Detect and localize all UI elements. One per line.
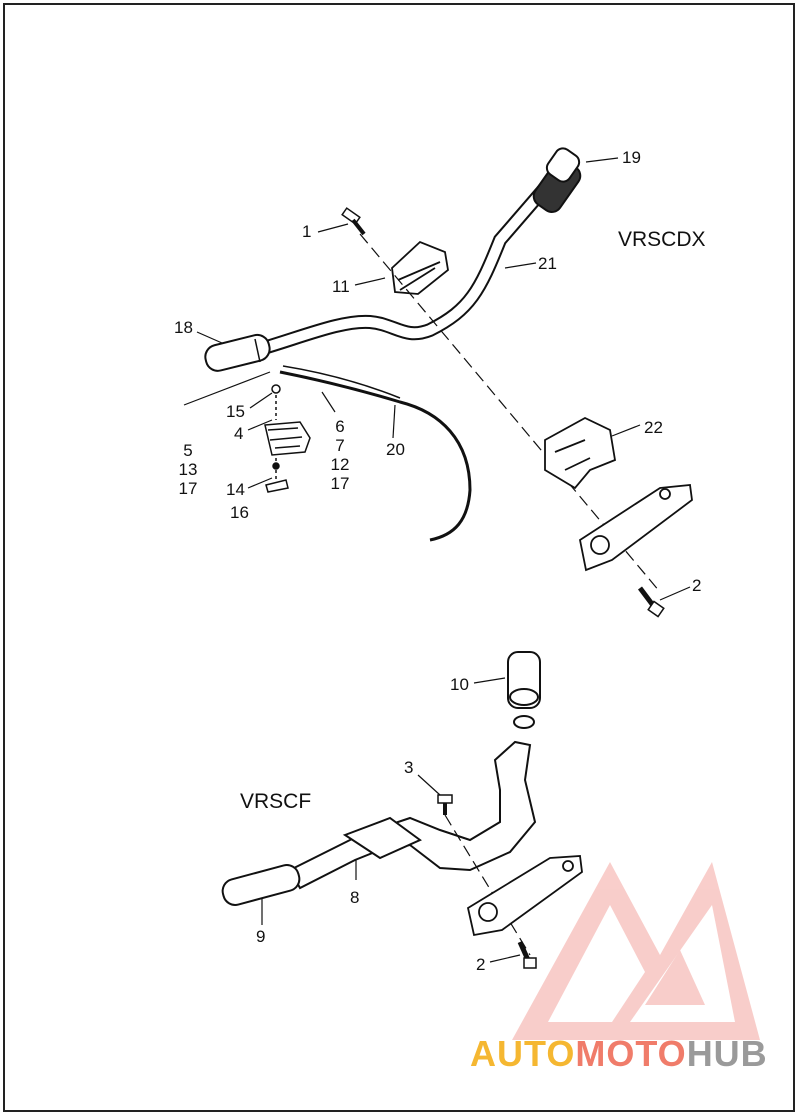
callout-4: 4 (234, 424, 244, 443)
handlebar-vrscf (288, 740, 537, 890)
watermark-text: AUTOMOTOHUB (470, 1033, 768, 1075)
diagram-frame (3, 3, 795, 1112)
upper-clamp-11 (391, 240, 449, 295)
callout-stack-left: 5 13 17 (176, 441, 200, 498)
stack-left-item: 17 (178, 479, 198, 498)
left-grip-vrscf (221, 864, 301, 906)
assembly-axis-bottom (444, 814, 531, 956)
stack-right-item: 6 (335, 417, 345, 436)
callout-stack-right: 6 7 12 17 (328, 417, 352, 493)
screw-3 (437, 794, 453, 815)
watermark-logo (512, 862, 760, 1040)
handlebar-vrscdx (243, 181, 552, 359)
riser-base-bottom (466, 855, 583, 937)
callout-3: 3 (404, 758, 414, 777)
watermark-moto: MOTO (575, 1033, 687, 1074)
callout-16: 16 (230, 503, 249, 522)
stack-left-item: 5 (183, 441, 193, 460)
callout-2-top: 2 (692, 576, 702, 595)
callout-22: 22 (644, 418, 663, 437)
clutch-cable (279, 365, 472, 542)
left-grip-vrscdx (204, 333, 271, 372)
callout-8: 8 (350, 888, 360, 907)
callout-10: 10 (450, 675, 469, 694)
watermark-hub: HUB (686, 1033, 768, 1074)
callout-2-bottom: 2 (476, 955, 486, 974)
callout-15: 15 (226, 402, 245, 421)
callout-14: 14 (226, 480, 245, 499)
riser-base-top (578, 484, 693, 572)
leader-lines (183, 157, 691, 963)
stack-right-item: 17 (330, 474, 350, 493)
callout-9: 9 (256, 927, 266, 946)
callout-21: 21 (538, 254, 557, 273)
riser-cover-22 (544, 416, 617, 490)
screw-1 (341, 207, 366, 236)
switch-housing (264, 384, 311, 493)
watermark-auto: AUTO (470, 1033, 576, 1074)
stack-left-item: 13 (178, 460, 198, 479)
right-grip-vrscdx (532, 147, 582, 213)
callout-1: 1 (302, 222, 312, 241)
bolt-2-top (638, 586, 665, 618)
callout-20: 20 (386, 440, 405, 459)
model-label-top: VRSCDX (618, 228, 706, 251)
callout-11: 11 (332, 277, 350, 296)
model-label-bottom: VRSCF (240, 790, 312, 813)
callout-19: 19 (622, 148, 641, 167)
stack-right-item: 12 (330, 455, 350, 474)
right-grip-vrscf (507, 651, 541, 729)
bolt-2-bottom (517, 940, 537, 969)
callout-18: 18 (174, 318, 193, 337)
stack-right-item: 7 (335, 436, 345, 455)
